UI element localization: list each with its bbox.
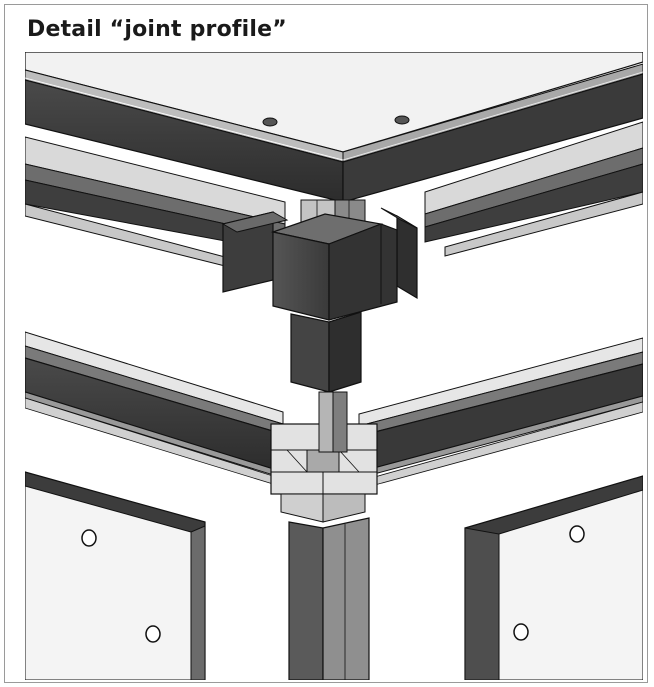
figure-title: Detail “joint profile” xyxy=(27,17,287,42)
corner-connector xyxy=(221,207,418,393)
screw-icon xyxy=(262,117,278,127)
lower-right-panel xyxy=(464,475,643,680)
screw-icon xyxy=(145,625,161,643)
lower-left-panel xyxy=(25,471,206,680)
rear-right-rail xyxy=(424,121,643,257)
screw-icon xyxy=(81,529,97,547)
middle-right-rail xyxy=(358,337,643,487)
screw-icon xyxy=(394,115,410,125)
joint-drawing-svg xyxy=(25,52,643,680)
screw-icon xyxy=(513,623,529,641)
joint-profile-drawing xyxy=(25,52,643,680)
screw-icon xyxy=(569,525,585,543)
middle-left-rail xyxy=(25,331,284,485)
top-panel xyxy=(25,52,643,203)
central-vertical-profile xyxy=(288,391,370,680)
joint-cross-section xyxy=(270,423,378,523)
